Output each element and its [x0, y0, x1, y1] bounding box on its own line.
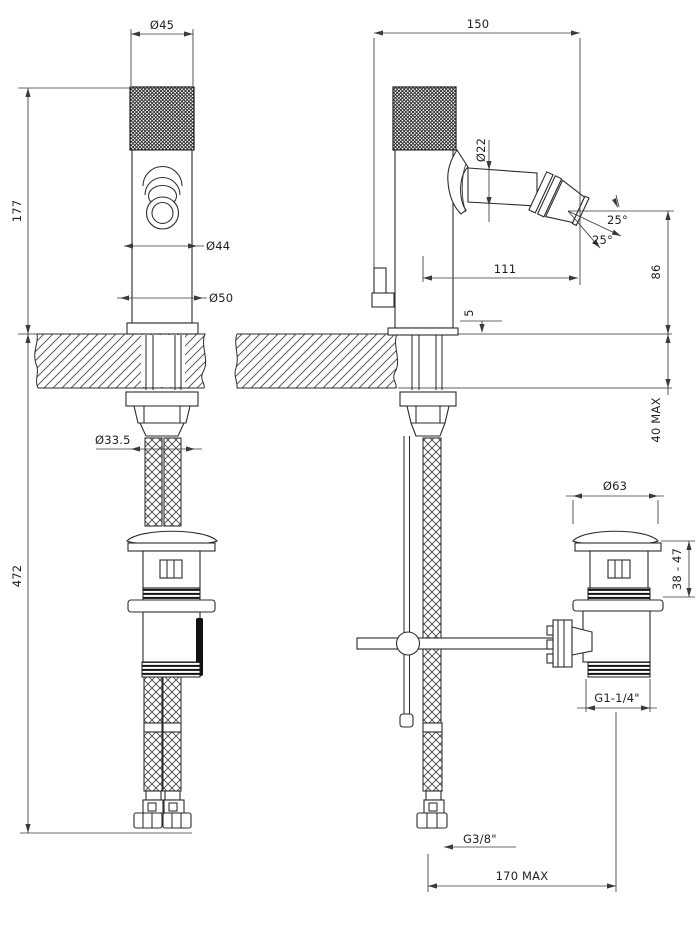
dimension-base-diameter: Ø50: [117, 291, 233, 305]
hose-nut-right: [162, 812, 192, 829]
dimension-spout-reach: 111: [422, 256, 578, 282]
dim-label-base-diameter: Ø50: [209, 291, 233, 305]
dim-label-max-rod-offset: 170 MAX: [496, 869, 549, 883]
side-view: [356, 86, 664, 829]
dim-label-baseplate-thickness: 5: [462, 309, 476, 317]
baseplate-front: [126, 322, 199, 335]
dim-label-spout-reach: 111: [494, 262, 517, 276]
mixer-body-front: [131, 149, 193, 324]
supply-hose-side: [422, 437, 442, 724]
dim-label-waste-thread: G1-1/4": [594, 691, 640, 705]
popup-waste-side: [546, 530, 664, 678]
dim-label-deck-thickness: 40 MAX: [649, 397, 663, 442]
dim-label-shank-diameter: Ø33.5: [95, 433, 131, 447]
popup-rod: [399, 436, 414, 728]
hose-nut-side: [416, 812, 448, 829]
dim-label-hose-thread: G3/8": [463, 832, 497, 846]
waste-outlet-thread: [587, 661, 651, 678]
dim-label-overall-depth: 150: [467, 17, 490, 31]
dim-label-body-diameter: Ø44: [206, 239, 230, 253]
popup-waste-front: [126, 530, 218, 678]
dimension-waste-cap-diameter: Ø63: [566, 479, 664, 524]
hose-nut-left: [133, 812, 163, 829]
spout-outlet-front: [142, 166, 183, 230]
baseplate-side: [387, 327, 459, 336]
dimension-knob-diameter: Ø45: [130, 18, 194, 86]
rod-clamp-block: [552, 619, 573, 668]
dim-label-waste-adjustment: 38 - 47: [670, 548, 684, 590]
dimension-spout-height: 86: [649, 211, 671, 334]
dimension-baseplate-thickness: 5: [460, 309, 502, 333]
supply-hoses-front: [144, 437, 182, 527]
dimension-shank-diameter: Ø33.5: [95, 433, 202, 452]
dim-label-knob-diameter: Ø45: [150, 18, 174, 32]
dimension-overall-depth: 150: [373, 17, 581, 285]
dimension-height-to-deck: 177: [10, 87, 130, 334]
lever-side: [371, 267, 395, 308]
dimension-hose-thread: G3/8": [444, 832, 516, 850]
knurled-handle-front: [129, 86, 195, 151]
dimension-length-below-deck: 472: [10, 334, 192, 834]
dim-label-length-below-deck: 472: [10, 565, 24, 588]
front-view: [125, 86, 218, 829]
dimension-spray-angles: 25° 25°: [567, 194, 674, 249]
dim-label-angle-upper: 25°: [607, 213, 628, 227]
dim-label-spout-tube-diameter: Ø22: [474, 138, 488, 162]
shank-side: [399, 335, 457, 437]
linkage-pivot-ball: [395, 631, 421, 656]
dimensions: Ø45 150 177 472: [10, 17, 695, 892]
dimension-body-diameter: Ø44: [124, 239, 230, 253]
mixer-body-side: [394, 149, 454, 329]
dim-label-angle-lower: 25°: [592, 233, 613, 247]
dimension-deck-thickness: 40 MAX: [649, 334, 671, 443]
lower-hose-side: [416, 722, 448, 829]
shank-front: [125, 335, 199, 437]
dim-label-waste-cap-diameter: Ø63: [603, 479, 627, 493]
dimension-spout-tube-diameter: Ø22: [474, 138, 492, 222]
dimension-waste-adjustment: 38 - 47: [661, 540, 695, 598]
lower-hoses-front: [133, 676, 192, 829]
knurled-handle-side: [392, 86, 457, 151]
dim-label-spout-height: 86: [649, 264, 663, 279]
dimension-max-rod-offset: 170 MAX: [427, 712, 617, 892]
dim-label-height-to-deck: 177: [10, 200, 24, 223]
dimension-waste-thread: G1-1/4": [577, 679, 657, 712]
